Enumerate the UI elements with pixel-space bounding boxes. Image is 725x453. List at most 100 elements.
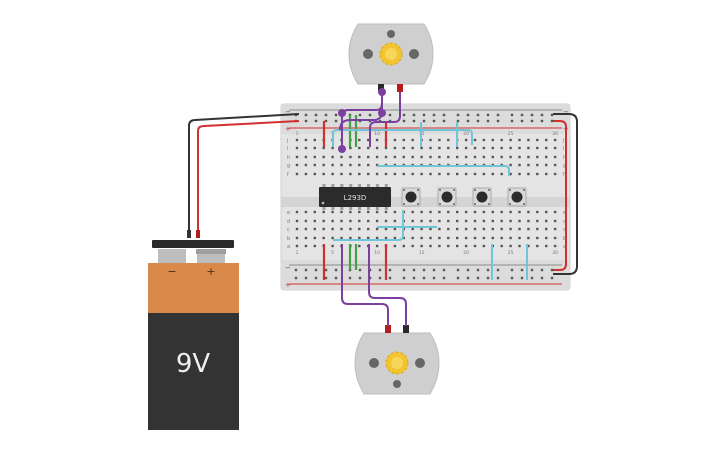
battery-plus-symbol: + bbox=[206, 265, 215, 278]
grid-hole bbox=[473, 155, 477, 159]
row-letter-c: c bbox=[287, 227, 290, 233]
rail-hole bbox=[432, 276, 436, 280]
grid-hole bbox=[509, 138, 512, 142]
grid-hole bbox=[545, 172, 548, 176]
rail-hole bbox=[304, 113, 308, 117]
rail-hole bbox=[334, 276, 338, 280]
push-button-knob[interactable] bbox=[441, 191, 453, 203]
grid-hole bbox=[464, 138, 468, 142]
rail-hole bbox=[294, 276, 298, 280]
rail-hole bbox=[422, 276, 426, 280]
bottom-motor[interactable] bbox=[354, 325, 440, 395]
grid-hole bbox=[438, 236, 441, 240]
grid-hole bbox=[331, 163, 334, 167]
grid-hole bbox=[527, 244, 530, 248]
grid-hole bbox=[429, 227, 432, 231]
grid-hole bbox=[536, 210, 539, 214]
grid-hole bbox=[545, 146, 548, 150]
grid-hole bbox=[295, 172, 299, 176]
rail-hole bbox=[422, 119, 426, 123]
rail-hole bbox=[476, 119, 480, 123]
grid-hole bbox=[304, 138, 308, 142]
grid-hole bbox=[553, 244, 557, 248]
grid-hole bbox=[473, 236, 477, 240]
push-button-2[interactable] bbox=[437, 187, 457, 207]
battery-terminal-minus[interactable] bbox=[158, 249, 186, 263]
rail-hole bbox=[388, 276, 392, 280]
battery-black-lead[interactable] bbox=[188, 113, 300, 236]
grid-hole bbox=[313, 163, 316, 167]
grid-hole bbox=[509, 236, 512, 240]
grid-hole bbox=[375, 219, 379, 223]
top-motor-purple-wire-3[interactable] bbox=[369, 92, 401, 147]
grid-hole bbox=[429, 155, 432, 159]
rail-hole bbox=[520, 113, 524, 117]
grid-hole bbox=[553, 163, 557, 167]
grid-hole bbox=[349, 219, 352, 223]
l293d-chip[interactable]: L293D bbox=[319, 184, 391, 210]
grid-hole bbox=[518, 163, 521, 167]
rail-hole bbox=[442, 268, 446, 272]
rail-hole bbox=[334, 268, 338, 272]
grid-hole bbox=[482, 138, 486, 142]
grid-hole bbox=[438, 146, 441, 150]
rail-hole bbox=[432, 268, 436, 272]
grid-hole bbox=[393, 138, 397, 142]
rail-hole bbox=[476, 268, 480, 272]
right-red-rail-wire[interactable] bbox=[553, 120, 567, 271]
grid-hole bbox=[553, 210, 557, 214]
cyan-wire-lower-long[interactable] bbox=[333, 210, 404, 241]
bottom-motor-purple-wire-1[interactable] bbox=[341, 244, 389, 326]
rail-hole bbox=[486, 113, 490, 117]
right-black-rail-wire[interactable] bbox=[553, 113, 578, 275]
rail-hole bbox=[412, 113, 416, 117]
grid-hole bbox=[456, 236, 459, 240]
grid-hole bbox=[331, 155, 334, 159]
grid-hole bbox=[349, 210, 352, 214]
rail-hole bbox=[442, 113, 446, 117]
cyan-wire-top-long[interactable] bbox=[332, 129, 473, 147]
battery-red-lead[interactable] bbox=[197, 120, 300, 236]
rail-hole bbox=[520, 276, 524, 280]
rail-hole bbox=[466, 113, 470, 117]
rail-hole bbox=[550, 119, 554, 123]
ic-pin bbox=[375, 184, 379, 187]
grid-hole bbox=[295, 146, 299, 150]
top-motor[interactable] bbox=[348, 23, 434, 92]
push-button-3[interactable] bbox=[472, 187, 492, 207]
grid-hole bbox=[393, 155, 397, 159]
grid-hole bbox=[536, 227, 539, 231]
rail-hole bbox=[442, 276, 446, 280]
grid-hole bbox=[429, 219, 432, 223]
push-button-knob[interactable] bbox=[511, 191, 523, 203]
grid-hole bbox=[331, 146, 334, 150]
grid-hole bbox=[429, 138, 432, 142]
grid-hole bbox=[438, 138, 441, 142]
push-button-knob[interactable] bbox=[476, 191, 488, 203]
grid-hole bbox=[553, 227, 557, 231]
grid-hole bbox=[295, 227, 299, 231]
grid-hole bbox=[358, 219, 361, 223]
cyan-wire-mid-row[interactable] bbox=[377, 165, 510, 176]
grid-hole bbox=[545, 163, 548, 167]
grid-hole bbox=[447, 236, 450, 240]
push-button-1[interactable] bbox=[401, 187, 421, 207]
battery-9v[interactable]: − + 9V bbox=[148, 240, 239, 430]
grid-hole bbox=[447, 138, 450, 142]
rail-hole bbox=[358, 113, 362, 117]
row-letter-i: i bbox=[287, 146, 288, 152]
grid-hole bbox=[545, 155, 548, 159]
push-button-4[interactable] bbox=[507, 187, 527, 207]
rail-hole bbox=[314, 276, 318, 280]
column-number-25: 25 bbox=[508, 131, 514, 137]
column-number-30-bottom: 30 bbox=[552, 250, 558, 256]
bottom-motor-purple-wire-2[interactable] bbox=[368, 244, 407, 326]
row-letter-d-right: d bbox=[563, 219, 566, 225]
row-letter-e: e bbox=[287, 210, 290, 216]
breadboard-holes bbox=[294, 113, 557, 280]
push-button-knob[interactable] bbox=[405, 191, 417, 203]
rail-hole bbox=[486, 119, 490, 123]
grid-hole bbox=[304, 210, 308, 214]
grid-hole bbox=[464, 244, 468, 248]
